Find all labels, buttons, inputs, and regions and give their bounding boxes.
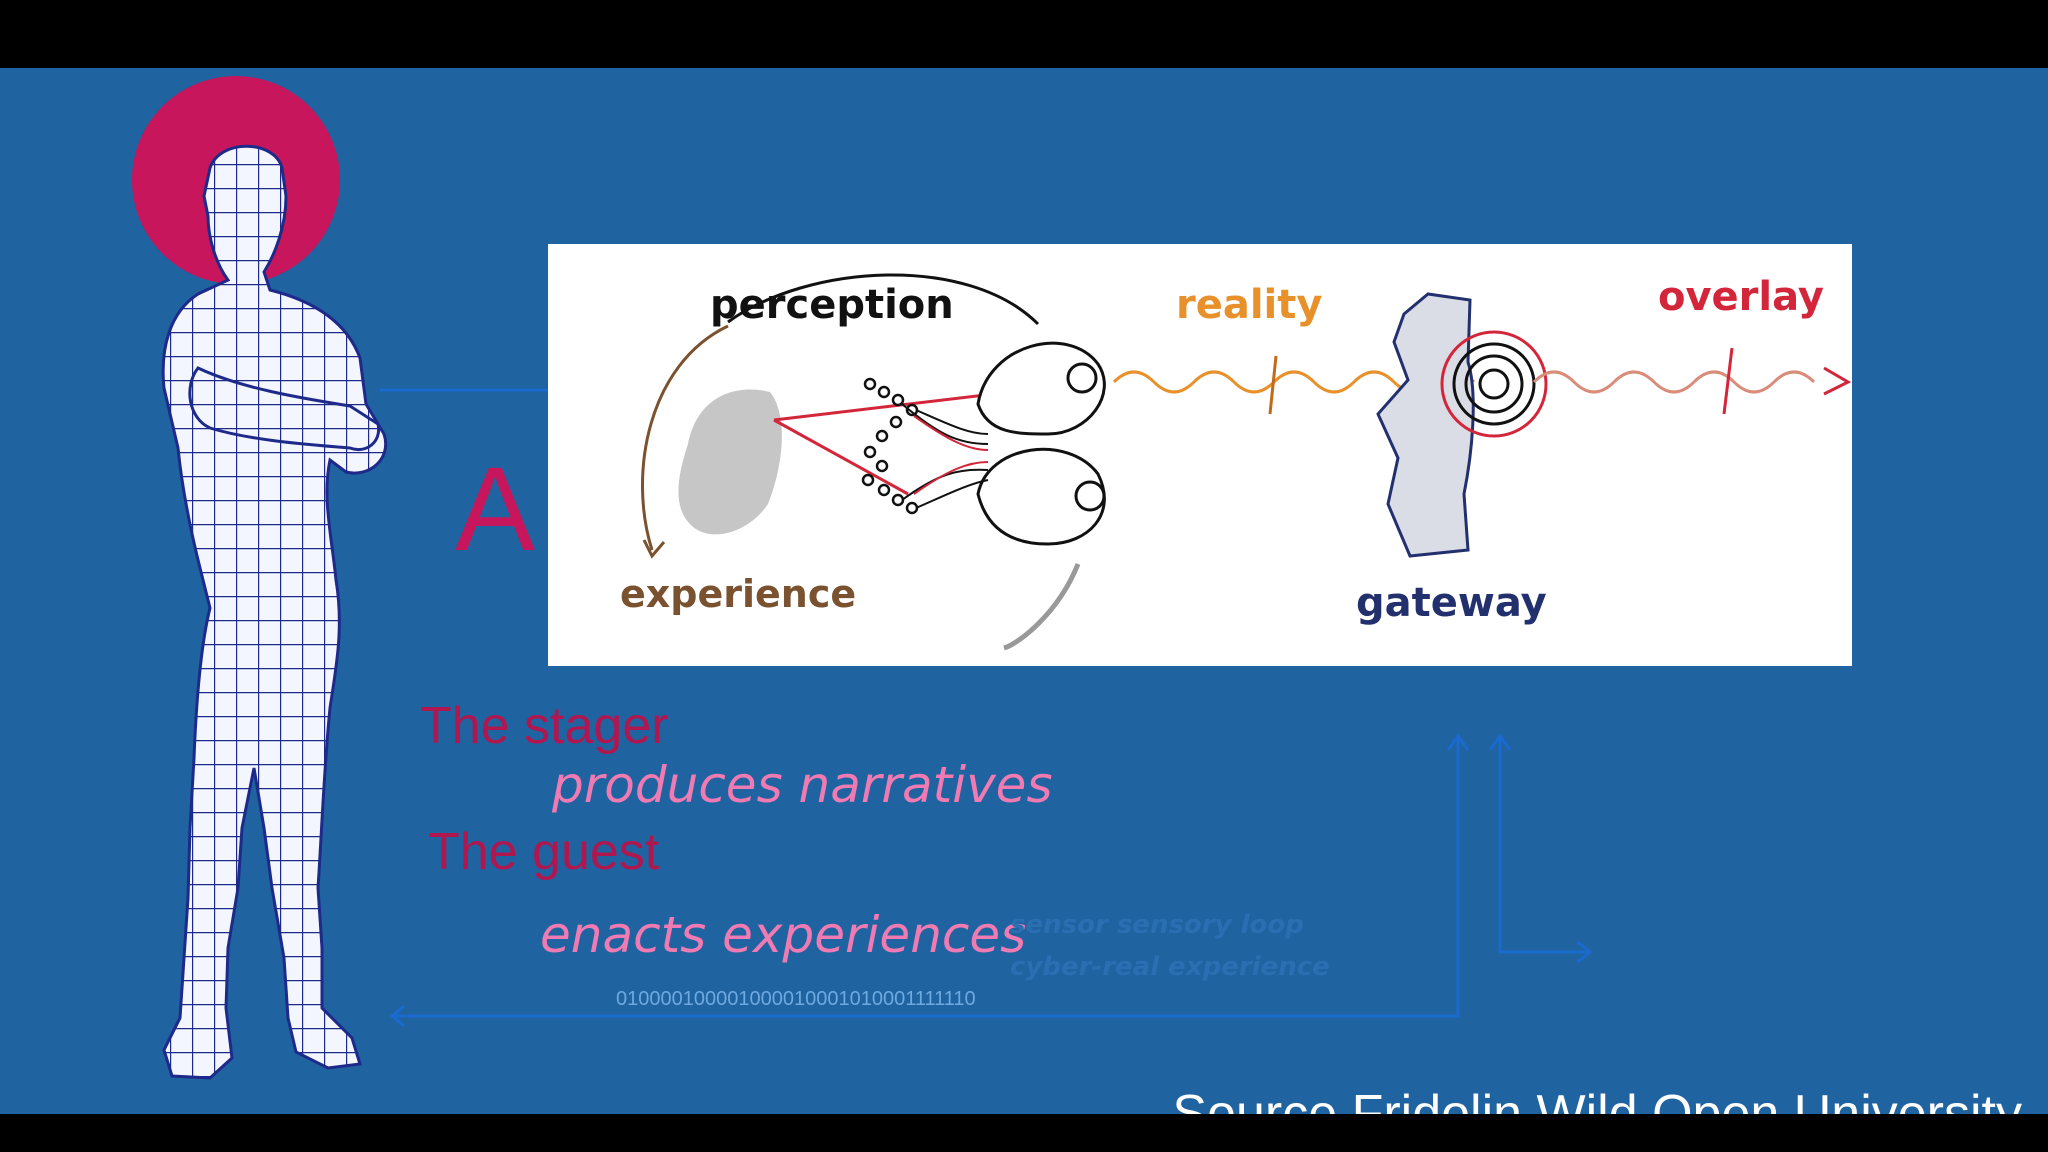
diagram-panel: perception experience reality overlay ga…: [548, 244, 1852, 666]
overlay-label: overlay: [1658, 274, 1824, 320]
gateway-device: [1376, 292, 1475, 558]
guest-text: The guest: [428, 823, 660, 881]
connector-line: [380, 384, 1593, 1028]
experiences-text: enacts experiences: [540, 906, 1027, 964]
experience-arrow: [641, 324, 729, 551]
grey-blob: [678, 389, 782, 535]
perception-label: perception: [710, 282, 954, 328]
loop-caption: sensor sensory loop: [1010, 910, 1304, 940]
eyes: [976, 341, 1106, 546]
narratives-text: produces narratives: [552, 756, 1053, 814]
experience-label: experience: [620, 572, 857, 616]
feedback-arrows: [389, 733, 1593, 1028]
overlay-wave: [1532, 370, 1816, 394]
binary-string: 010000100001000010001010001111110: [616, 988, 976, 1010]
wireframe-human-figure: [132, 76, 388, 1080]
figure-arms: [188, 366, 381, 451]
source-credit: Source Fridolin Wild Open University: [1172, 1085, 2022, 1114]
gateway-label: gateway: [1356, 580, 1547, 626]
slide-stage: A: [0, 68, 2048, 1114]
cyber-caption: cyber-real experience: [1010, 952, 1330, 982]
nerve-endings: [861, 377, 919, 515]
reality-label: reality: [1176, 282, 1323, 328]
gateway-lens: [1440, 330, 1548, 438]
stager-text: The stager: [420, 697, 669, 755]
label-a: A: [455, 442, 536, 576]
perception-diagram: [641, 273, 1852, 651]
